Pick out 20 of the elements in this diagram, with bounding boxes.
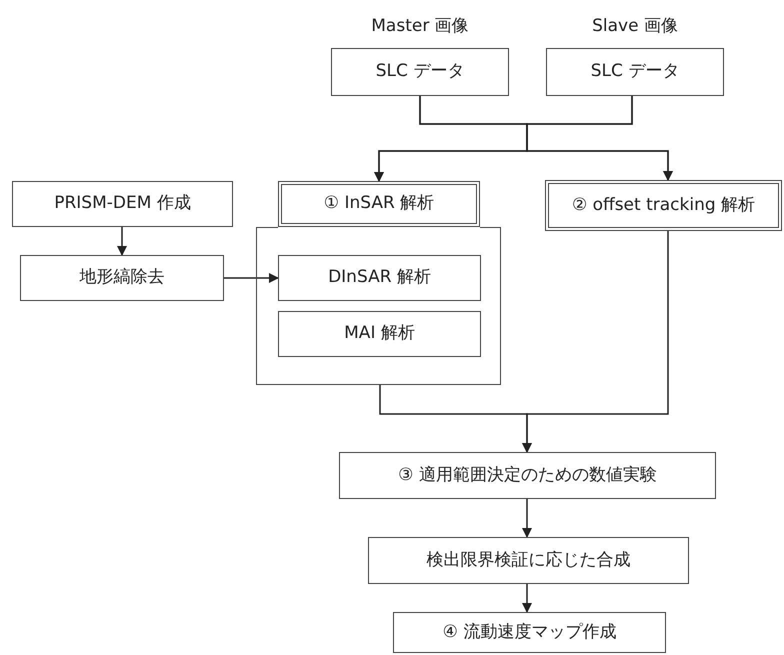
arrow	[522, 584, 532, 613]
process-box: ① InSAR 解析	[278, 181, 480, 227]
arrow	[522, 499, 532, 538]
process-box: PRISM-DEM 作成	[12, 181, 233, 227]
process-box: ③ 適用範囲決定のための数値実験	[339, 452, 716, 499]
arrow	[522, 231, 669, 453]
caption-label: Master 画像	[371, 15, 469, 38]
process-box: SLC データ	[546, 48, 724, 96]
process-box: SLC データ	[331, 48, 509, 96]
process-box: DInSAR 解析	[278, 255, 481, 301]
arrow	[117, 227, 127, 256]
process-box: 地形縞除去	[20, 255, 224, 301]
arrow	[526, 96, 673, 181]
process-box: ② offset tracking 解析	[545, 180, 782, 231]
arrow	[224, 273, 279, 283]
group-frame	[256, 227, 501, 385]
process-box: 検出限界検証に応じた合成	[368, 537, 689, 584]
process-box: ④ 流動速度マップ作成	[393, 612, 666, 653]
process-box: MAI 解析	[278, 311, 481, 357]
caption-label: Slave 画像	[592, 15, 678, 38]
